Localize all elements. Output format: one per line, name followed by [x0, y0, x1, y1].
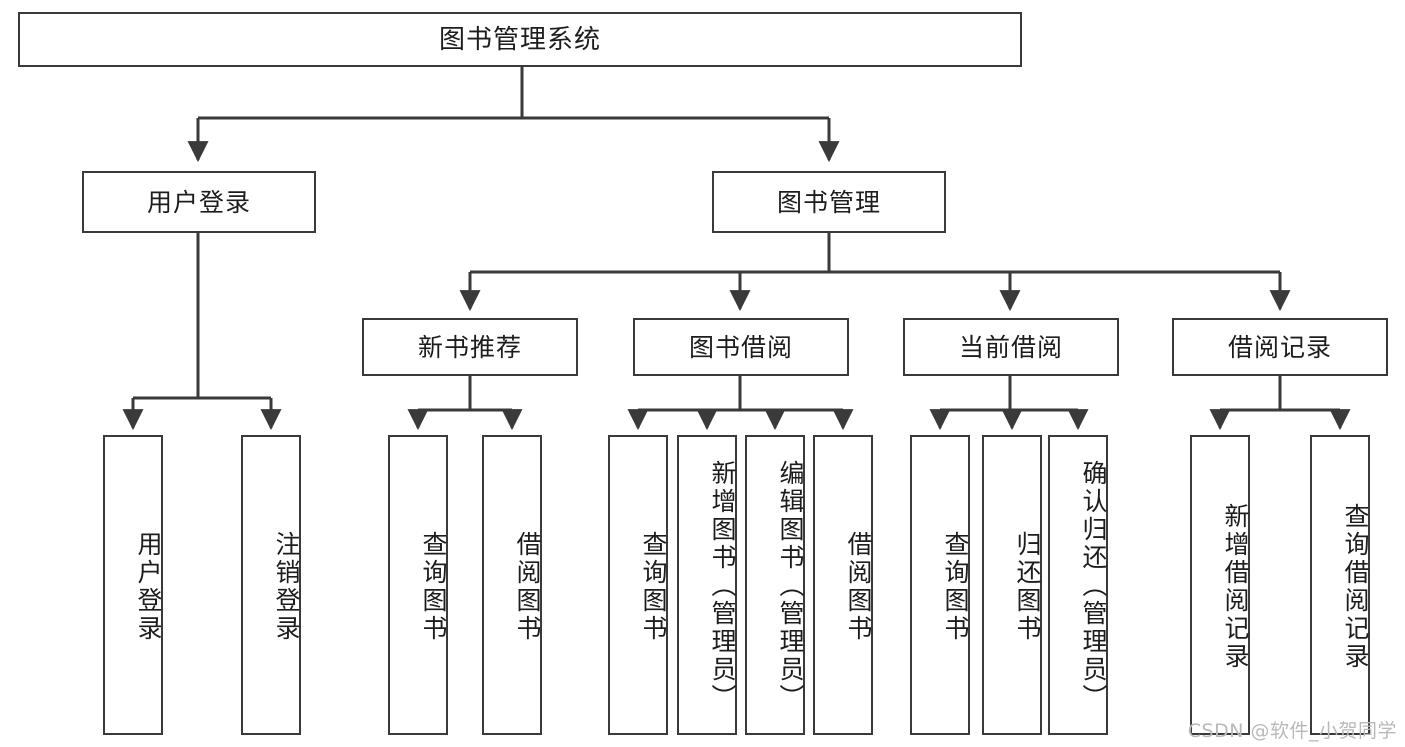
node-book-management[interactable]: 图书管理: [712, 171, 946, 233]
node-label: 查询借阅记录: [1341, 503, 1370, 671]
node-label: 编辑图书（管理员）: [776, 460, 805, 712]
leaf-borrow-book-recommend[interactable]: 借阅图书: [482, 435, 542, 735]
node-label: 图书管理: [776, 187, 881, 217]
node-current-borrow[interactable]: 当前借阅: [903, 318, 1119, 376]
node-user-login[interactable]: 用户登录: [82, 171, 316, 233]
node-label: 用户登录: [146, 187, 251, 217]
node-label: 查询图书: [419, 531, 448, 643]
node-label: 借阅记录: [1227, 332, 1332, 362]
csdn-watermark: CSDN @软件_小贺同学: [1187, 720, 1397, 742]
leaf-query-book-borrow[interactable]: 查询图书: [608, 435, 668, 735]
leaf-user-login[interactable]: 用户登录: [103, 435, 163, 735]
node-label: 图书管理系统: [438, 24, 601, 55]
node-new-book-recommend[interactable]: 新书推荐: [362, 318, 578, 376]
node-borrow-records[interactable]: 借阅记录: [1172, 318, 1388, 376]
leaf-borrow-book[interactable]: 借阅图书: [813, 435, 873, 735]
leaf-query-book-recommend[interactable]: 查询图书: [388, 435, 448, 735]
leaf-return-book[interactable]: 归还图书: [982, 435, 1042, 735]
leaf-query-book-current[interactable]: 查询图书: [910, 435, 970, 735]
leaf-user-logout[interactable]: 注销登录: [241, 435, 301, 735]
node-root-system[interactable]: 图书管理系统: [18, 12, 1022, 67]
node-label: 新增借阅记录: [1221, 503, 1250, 671]
node-label: 新书推荐: [417, 332, 522, 362]
node-label: 当前借阅: [958, 332, 1063, 362]
node-label: 借阅图书: [844, 531, 873, 643]
node-label: 用户登录: [134, 531, 163, 643]
node-label: 确认归还（管理员）: [1079, 460, 1108, 712]
node-label: 注销登录: [272, 531, 301, 643]
node-label: 查询图书: [639, 531, 668, 643]
leaf-confirm-return-admin[interactable]: 确认归还（管理员）: [1048, 435, 1108, 735]
node-label: 归还图书: [1013, 531, 1042, 643]
leaf-edit-book-admin[interactable]: 编辑图书（管理员）: [745, 435, 805, 735]
node-label: 借阅图书: [513, 531, 542, 643]
node-label: 图书借阅: [688, 332, 793, 362]
leaf-add-book-admin[interactable]: 新增图书（管理员）: [677, 435, 737, 735]
node-label: 新增图书（管理员）: [708, 460, 737, 712]
leaf-query-borrow-record[interactable]: 查询借阅记录: [1310, 435, 1370, 735]
node-book-borrow[interactable]: 图书借阅: [633, 318, 849, 376]
node-label: 查询图书: [941, 531, 970, 643]
leaf-add-borrow-record[interactable]: 新增借阅记录: [1190, 435, 1250, 735]
